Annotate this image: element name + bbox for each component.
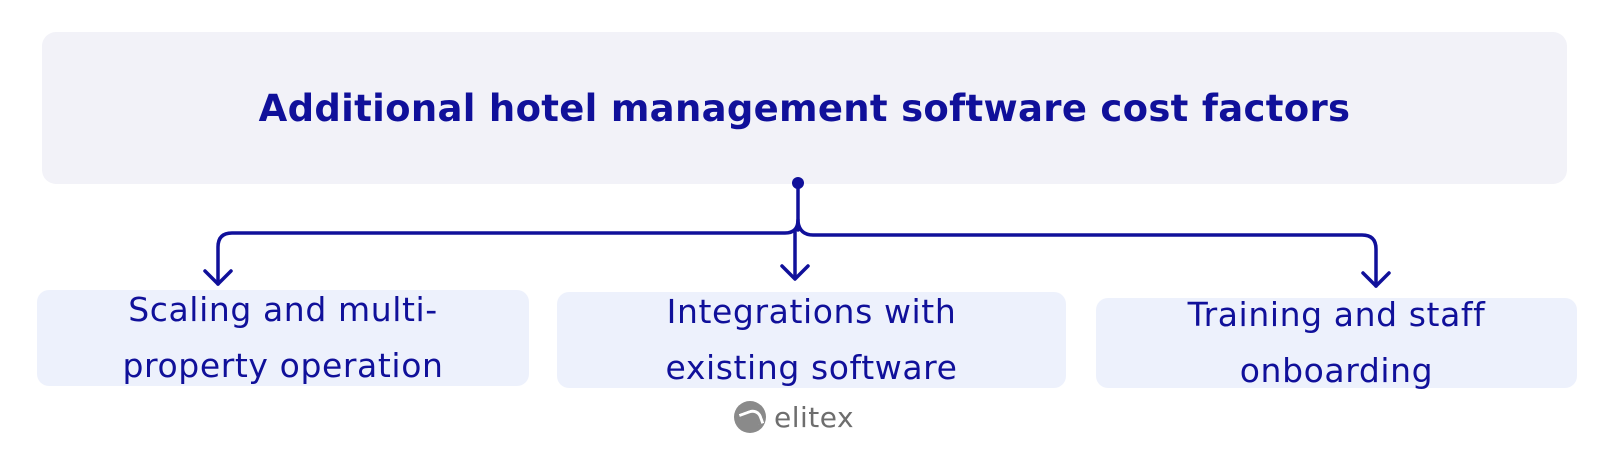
elitex-logo-icon [734,401,766,433]
factor-training-line2: onboarding [1239,351,1434,390]
factor-box-integrations: Integrations with existing software [557,292,1066,388]
connector-branch-left [216,218,800,286]
title-box: Additional hotel management software cos… [42,32,1567,184]
arrowhead-center [780,264,810,281]
factor-integrations-line2: existing software [665,348,958,387]
arrowhead-right [1361,271,1391,288]
factor-box-training: Training and staff onboarding [1096,295,1577,390]
factor-scaling-line2: property operation [122,346,444,385]
factor-box-scaling: Scaling and multi- property operation [37,290,529,386]
factor-scaling-line1: Scaling and multi- [128,290,438,329]
connector-branch-right [796,220,1378,288]
factor-training-line1: Training and staff [1187,295,1486,334]
arrowhead-left [203,269,233,286]
diagram-title: Additional hotel management software cos… [258,86,1351,130]
factor-integrations-line1: Integrations with [666,292,957,331]
elitex-logo: elitex [734,398,854,436]
elitex-logo-text: elitex [774,400,855,434]
